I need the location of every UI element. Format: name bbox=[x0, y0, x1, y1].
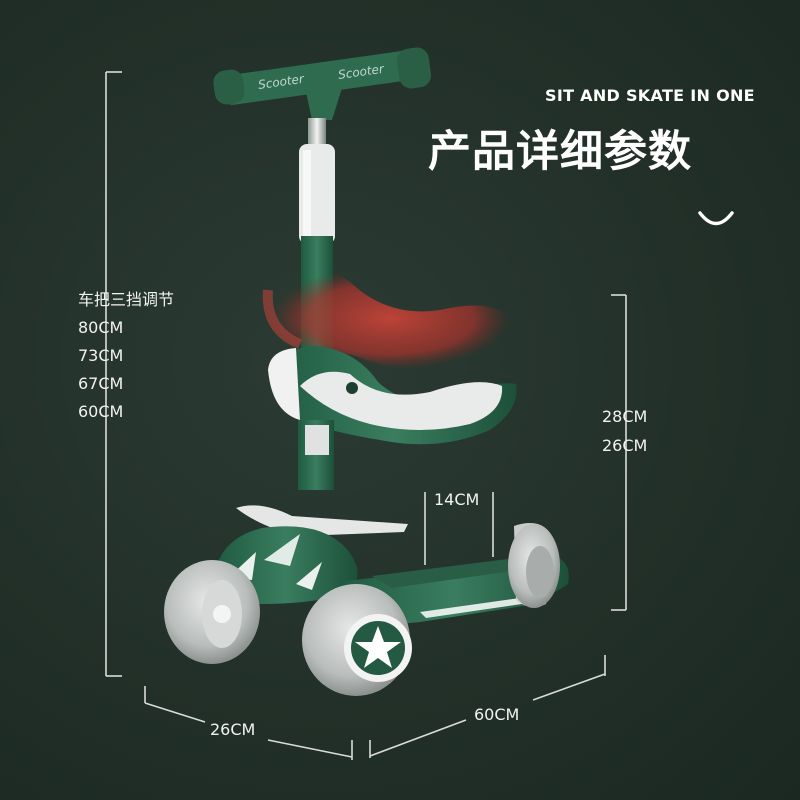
seat-height-value: 28CM bbox=[602, 407, 648, 426]
handle-height-value: 67CM bbox=[78, 374, 124, 393]
base-length-label: 60CM bbox=[474, 705, 520, 724]
dimension-lines bbox=[105, 71, 627, 760]
handle-height-value: 73CM bbox=[78, 346, 124, 365]
handle-height-annotation: 车把三挡调节 80CM 73CM 67CM 60CM bbox=[78, 286, 174, 426]
base-width-label: 26CM bbox=[210, 720, 256, 739]
grip-label: Scooter bbox=[257, 72, 305, 92]
handle-height-value: 80CM bbox=[78, 318, 124, 337]
seat-upper-position bbox=[269, 266, 511, 370]
grip-label: Scooter bbox=[337, 62, 385, 82]
smile-mark bbox=[698, 211, 734, 226]
handlebar: Scooter Scooter bbox=[213, 47, 432, 120]
seat-height-value: 26CM bbox=[602, 436, 648, 455]
deck-width-label: 14CM bbox=[434, 490, 480, 509]
front-wheel-right bbox=[302, 584, 412, 696]
handle-adjust-label: 车把三挡调节 bbox=[78, 290, 175, 309]
handle-height-value: 60CM bbox=[78, 402, 124, 421]
subtitle: SIT AND SKATE IN ONE bbox=[545, 86, 755, 105]
front-wheel-left bbox=[164, 560, 260, 664]
seat-height-annotation: 28CM 26CM bbox=[602, 402, 647, 460]
seat bbox=[268, 346, 517, 445]
rear-wheel bbox=[508, 523, 560, 608]
page-title: 产品详细参数 bbox=[428, 127, 692, 177]
pole-chrome bbox=[308, 118, 326, 148]
